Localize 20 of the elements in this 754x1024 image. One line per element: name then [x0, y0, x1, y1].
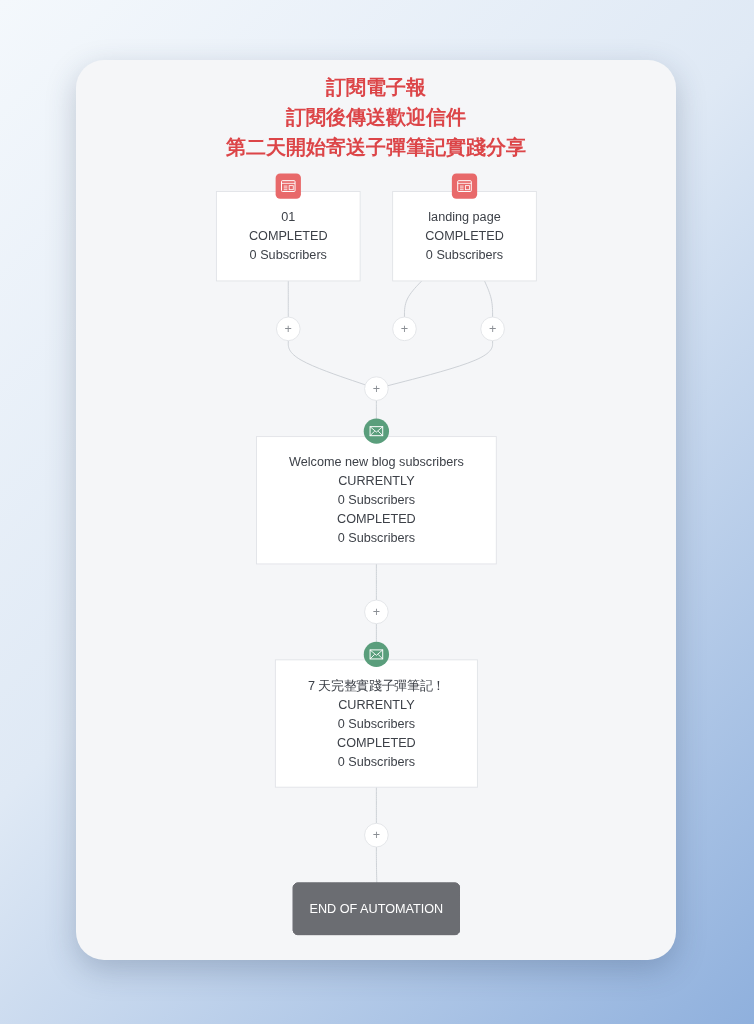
- connector: [287, 340, 366, 386]
- annotation-text: 第二天開始寄送子彈筆記實踐分享: [226, 135, 526, 160]
- node-circle: +: [391, 316, 417, 342]
- node-box: landing page COMPLETED 0 Subscribers: [391, 191, 537, 282]
- connector: [387, 340, 493, 387]
- node-circle: +: [275, 316, 301, 342]
- node-circle: +: [363, 822, 389, 848]
- connector: [375, 563, 377, 601]
- connector: [375, 846, 377, 884]
- node-box: Welcome new blog subscribers CURRENTLY 0 Subscribers COMPLETED 0 Subscribers: [255, 436, 497, 565]
- connector: [375, 786, 377, 824]
- annotation-text: 訂閱電子報: [326, 75, 426, 100]
- node-box: 7 天完整實踐子彈筆記！ CURRENTLY 0 Subscribers COMPLETED 0 Subscribers: [274, 659, 478, 788]
- connector: [403, 280, 422, 318]
- annotation-text: 訂閱後傳送歡迎信件: [286, 105, 466, 130]
- node-circle: +: [479, 316, 505, 342]
- node-circle: +: [363, 599, 389, 625]
- node-circle: +: [363, 376, 389, 401]
- node-box: 01 COMPLETED 0 Subscribers: [215, 191, 361, 282]
- connector: [483, 280, 493, 318]
